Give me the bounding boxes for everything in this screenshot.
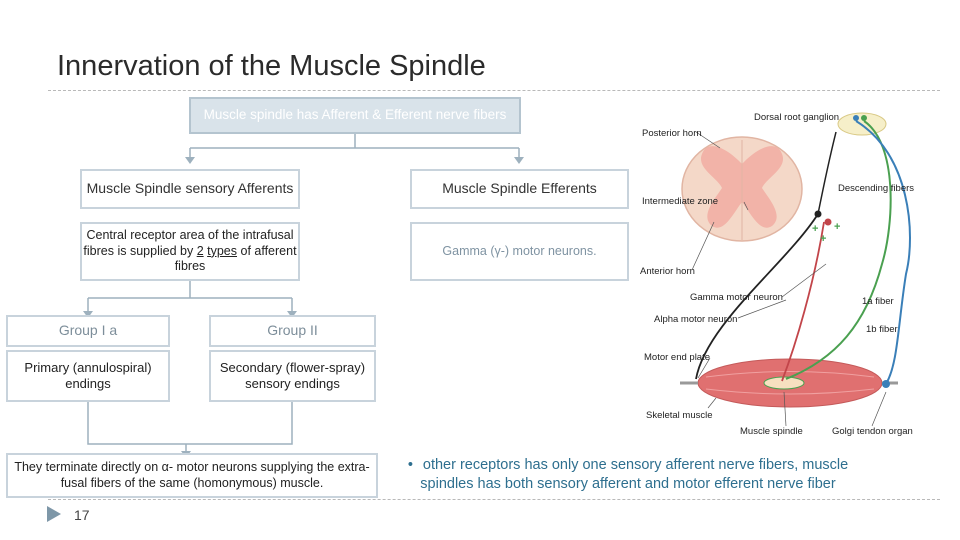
label-1b-fiber: 1b fiber — [866, 324, 898, 335]
label-golgi-tendon-organ: Golgi tendon organ — [832, 426, 913, 437]
groups-connector — [87, 401, 293, 452]
muscle-striations — [705, 371, 875, 395]
fiber-1a-path — [785, 120, 892, 380]
leader-posterior-horn — [695, 131, 721, 149]
label-gamma-motor-neuron: Gamma motor neuron — [690, 292, 783, 303]
afferents-desc-count: 2 — [196, 243, 204, 258]
bullet-paragraph: • other receptors has only one sensory af… — [398, 456, 858, 495]
label-alpha-motor-neuron: Alpha motor neuron — [654, 314, 737, 325]
group2-title: Group II — [267, 322, 318, 339]
group2-desc: Secondary (flower-spray) sensory endings — [219, 359, 366, 391]
leader-gamma-motor-neuron — [781, 263, 827, 298]
leader-intermediate-zone — [743, 201, 749, 211]
leader-motor-end-plate — [697, 357, 711, 379]
arrow-head — [287, 311, 297, 318]
efferents-desc-box: Gamma (γ-) motor neurons. — [410, 222, 629, 281]
label-dorsal-root-ganglion: Dorsal root ganglion — [754, 112, 839, 123]
arrow-head — [514, 157, 524, 164]
page-number: 17 — [74, 507, 90, 523]
afferents-desc-types: types — [207, 243, 238, 258]
alpha-cell-body — [814, 210, 822, 218]
alpha-motor-path — [695, 213, 819, 380]
plus-sign: + — [820, 233, 826, 245]
terminate-text: They terminate directly on α- motor neur… — [14, 459, 370, 490]
afferents-desc-pre: Central receptor area of the intrafusal … — [83, 228, 294, 258]
label-posterior-horn: Posterior horn — [642, 128, 702, 139]
title-divider — [48, 90, 940, 91]
arrow-head — [83, 311, 93, 318]
afferents-desc: Central receptor area of the intrafusal … — [82, 228, 298, 275]
label-muscle-spindle: Muscle spindle — [740, 426, 803, 437]
plus-sign: + — [834, 221, 840, 233]
group2-box: Group II — [209, 315, 376, 347]
leader-anterior-horn — [691, 221, 715, 271]
fiber-1b-path — [855, 120, 911, 385]
bullet-marker: • — [407, 457, 413, 473]
label-motor-end-plate: Motor end plate — [644, 352, 710, 363]
footer-divider — [48, 499, 940, 500]
label-intermediate-zone: Intermediate zone — [642, 196, 718, 207]
leader-skeletal-muscle — [707, 397, 717, 409]
afferent-connector — [87, 280, 293, 312]
group1-title: Group I a — [58, 322, 118, 339]
afferents-desc-box: Central receptor area of the intrafusal … — [80, 222, 300, 281]
page-title: Innervation of the Muscle Spindle — [57, 50, 486, 82]
arrow-head — [185, 157, 195, 164]
label-descending-fibers: Descending fibers — [838, 183, 914, 194]
ganglion-cell-1b — [853, 115, 859, 121]
root-text: Muscle spindle has Afferent & Efferent n… — [203, 107, 507, 123]
bullet-text: other receptors has only one sensory aff… — [420, 457, 849, 493]
label-skeletal-muscle: Skeletal muscle — [646, 410, 713, 421]
group1-desc-box: Primary (annulospiral) endings — [6, 350, 170, 402]
label-1a-fiber: 1a fiber — [862, 296, 894, 307]
gamma-cell-body — [824, 218, 832, 226]
root-connector — [189, 133, 520, 158]
efferents-box: Muscle Spindle Efferents — [410, 169, 629, 209]
afferents-box: Muscle Spindle sensory Afferents — [80, 169, 300, 209]
muscle-spindle-capsule — [763, 376, 805, 390]
afferents-title: Muscle Spindle sensory Afferents — [86, 180, 294, 197]
muscle-spindle-illustration: + + + Dorsal root ganglion Posterior hor… — [640, 112, 914, 437]
efferents-title: Muscle Spindle Efferents — [442, 180, 597, 197]
afferents-desc-post: of afferent fibres — [174, 243, 297, 274]
play-triangle-icon — [47, 506, 61, 522]
terminate-box: They terminate directly on α- motor neur… — [6, 453, 378, 498]
label-anterior-horn: Anterior horn — [640, 266, 695, 277]
ganglion-cell-1a — [861, 115, 867, 121]
leader-golgi-tendon — [871, 391, 887, 427]
gamma-motor-path — [781, 221, 825, 382]
leader-muscle-spindle — [783, 391, 787, 427]
group1-box: Group I a — [6, 315, 170, 347]
plus-sign: + — [812, 223, 818, 235]
descending-fiber-path — [817, 131, 837, 215]
group2-desc-box: Secondary (flower-spray) sensory endings — [209, 350, 376, 402]
efferents-desc: Gamma (γ-) motor neurons. — [442, 243, 597, 258]
leader-alpha-motor-neuron — [737, 299, 787, 319]
root-box: Muscle spindle has Afferent & Efferent n… — [189, 97, 521, 134]
group1-desc: Primary (annulospiral) endings — [24, 359, 152, 391]
